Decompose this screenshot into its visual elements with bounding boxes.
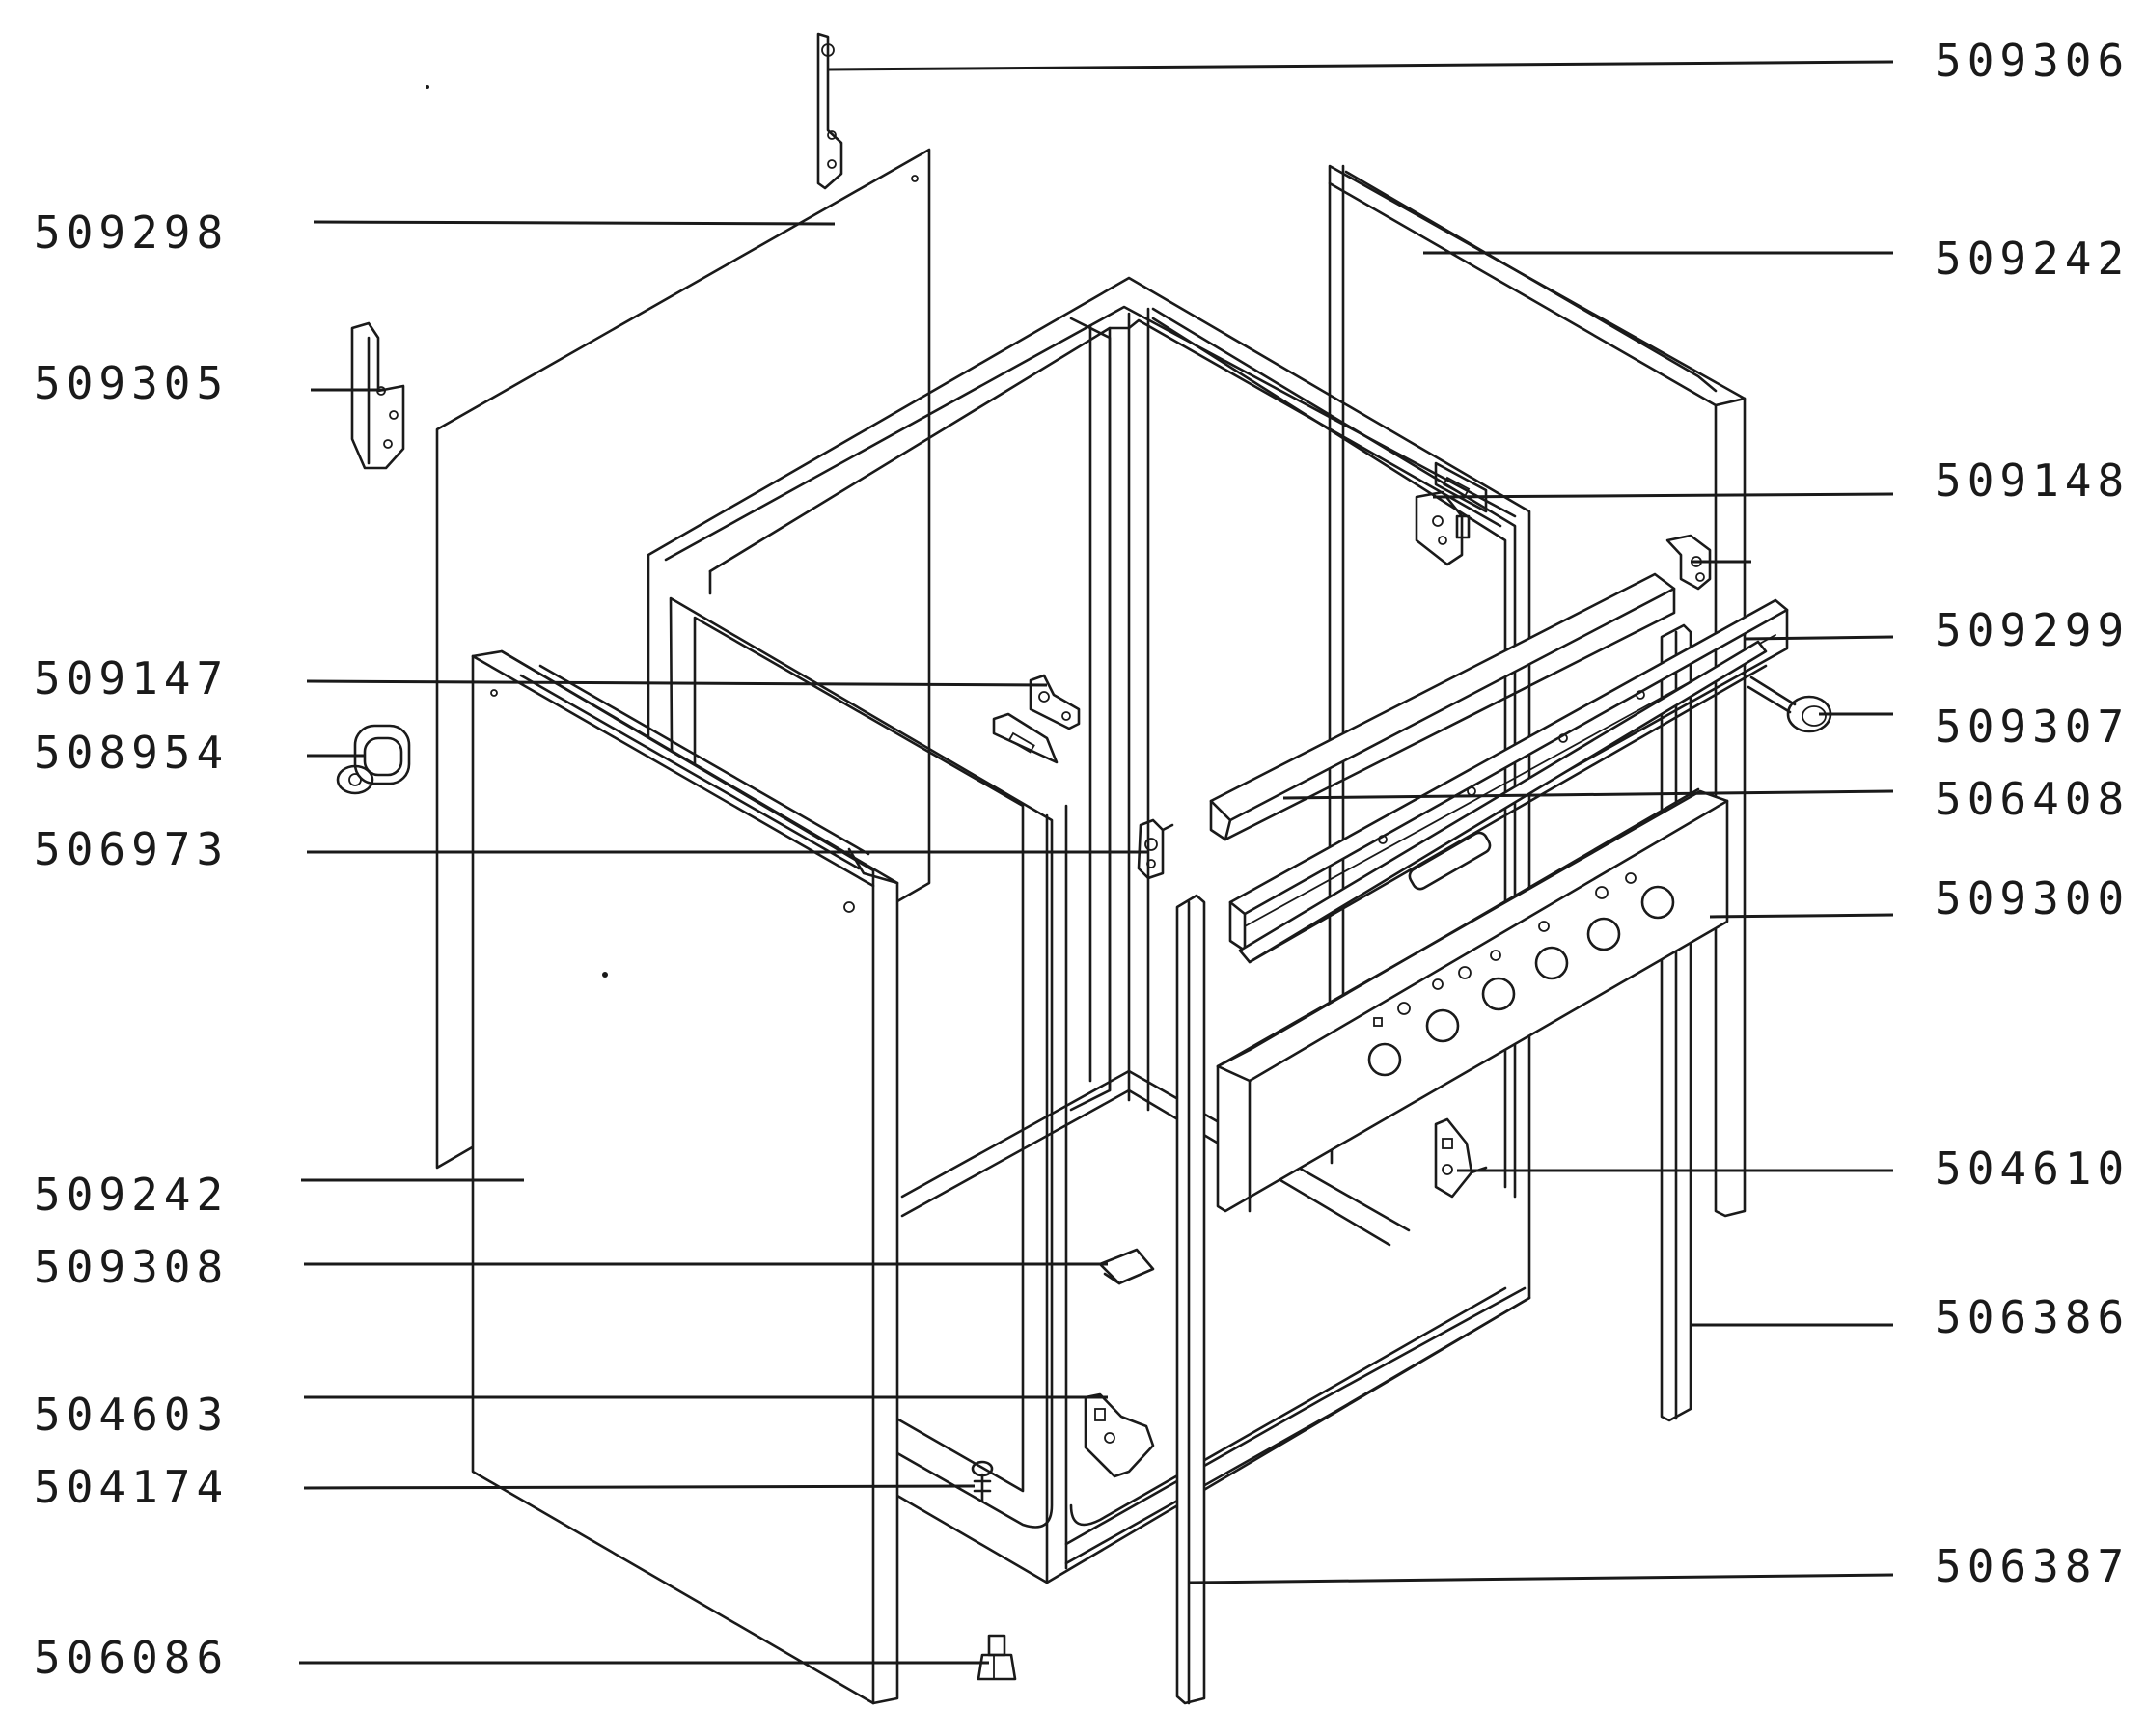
label-509147: 509147 bbox=[34, 652, 230, 704]
left-rear-side-panel bbox=[435, 148, 931, 1170]
label-508954: 508954 bbox=[34, 727, 230, 779]
control-panel bbox=[1216, 787, 1729, 1213]
label-509242-left: 509242 bbox=[34, 1169, 230, 1221]
leader-506408 bbox=[1282, 789, 1894, 800]
label-509242-right: 509242 bbox=[1935, 233, 2131, 285]
clip-509308 bbox=[1098, 1248, 1155, 1285]
leader-lines bbox=[299, 60, 1894, 1665]
top-rails bbox=[1209, 572, 1789, 964]
bracket-509148 bbox=[1415, 461, 1488, 566]
label-509307: 509307 bbox=[1935, 701, 2131, 753]
label-509299: 509299 bbox=[1935, 604, 2131, 656]
bracket-504610 bbox=[1434, 1117, 1488, 1199]
screw-504174 bbox=[971, 1460, 994, 1502]
label-509300: 509300 bbox=[1935, 872, 2131, 924]
label-506973: 506973 bbox=[34, 823, 230, 875]
hinge-509305 bbox=[350, 321, 405, 470]
latch-508954 bbox=[336, 724, 411, 795]
leader-509299 bbox=[1744, 635, 1894, 641]
cabinet-frame bbox=[647, 276, 1531, 1584]
leader-509306 bbox=[827, 60, 1894, 71]
leader-509298 bbox=[313, 220, 836, 226]
leader-509147 bbox=[306, 679, 1048, 687]
label-509298: 509298 bbox=[34, 207, 230, 259]
speck bbox=[426, 85, 429, 89]
bracket-506973 bbox=[1137, 818, 1174, 880]
right-front-strip bbox=[1175, 894, 1206, 1705]
top-hinge-509306 bbox=[816, 32, 843, 190]
label-504174: 504174 bbox=[34, 1461, 230, 1513]
leader-504174 bbox=[303, 1484, 976, 1490]
label-509306: 509306 bbox=[1935, 35, 2131, 87]
label-509308: 509308 bbox=[34, 1241, 230, 1293]
label-509305: 509305 bbox=[34, 357, 230, 409]
bracket-509147 bbox=[992, 674, 1081, 764]
label-506387: 506387 bbox=[1935, 1540, 2131, 1592]
label-506086: 506086 bbox=[34, 1632, 230, 1684]
foot-506086 bbox=[977, 1634, 1017, 1681]
leader-509148 bbox=[1432, 492, 1894, 499]
leader-509300 bbox=[1709, 913, 1894, 919]
left-front-door-panel bbox=[471, 649, 899, 1705]
right-rear-strip bbox=[1660, 623, 1692, 1422]
leader-506387 bbox=[1188, 1573, 1894, 1584]
label-504610: 504610 bbox=[1935, 1143, 2131, 1195]
bracket-504603 bbox=[1084, 1392, 1155, 1478]
label-504603: 504603 bbox=[34, 1389, 230, 1441]
label-506408: 506408 bbox=[1935, 773, 2131, 825]
knob-509307 bbox=[1747, 675, 1832, 733]
label-506386: 506386 bbox=[1935, 1291, 2131, 1343]
right-rear-side-panel bbox=[1328, 164, 1747, 1218]
label-509148: 509148 bbox=[1935, 455, 2131, 507]
